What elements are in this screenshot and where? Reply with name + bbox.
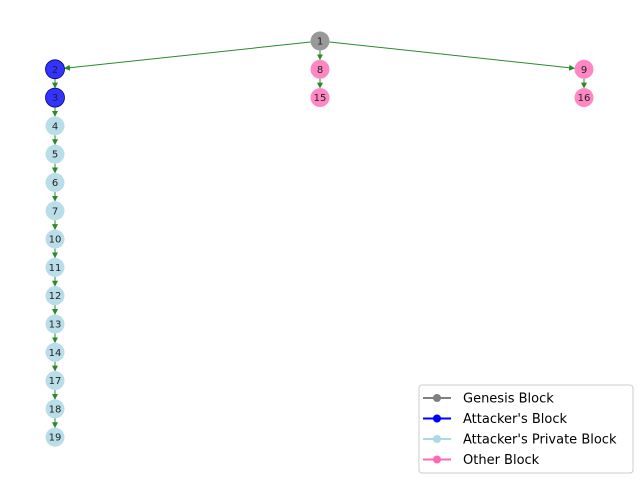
legend-marker-genesis: [433, 394, 441, 402]
legend-label-genesis: Genesis Block: [463, 392, 554, 407]
block-label-15: 15: [314, 93, 327, 104]
block-circle-1: [310, 31, 330, 51]
block-circle-19: [45, 427, 65, 447]
block-circle-12: [45, 286, 65, 306]
legend-label-other: Other Block: [463, 453, 540, 468]
block-node-1: 1: [310, 31, 330, 51]
legend-item-other: Other Block: [423, 453, 540, 468]
block-circle-11: [45, 257, 65, 277]
block-node-6: 6: [45, 173, 65, 192]
block-circle-10: [45, 229, 65, 249]
block-circle-15: [310, 88, 330, 108]
block-label-2: 2: [52, 65, 58, 76]
block-node-12: 12: [45, 286, 65, 306]
block-circle-9: [574, 59, 594, 79]
block-label-3: 3: [52, 93, 58, 104]
edge-1-2: [63, 41, 311, 71]
legend-marker-other: [433, 455, 441, 464]
block-label-14: 14: [49, 348, 62, 359]
legend-item-attacker: Attacker's Block: [423, 412, 567, 427]
legend-item-attacker-private: Attacker's Private Block: [423, 433, 617, 448]
block-circle-14: [45, 342, 65, 362]
block-node-16: 16: [574, 88, 594, 108]
block-node-8: 8: [310, 59, 330, 79]
block-node-10: 10: [45, 229, 65, 249]
block-circle-8: [310, 59, 330, 79]
block-label-18: 18: [49, 404, 62, 415]
block-label-4: 4: [52, 121, 58, 132]
block-circle-13: [45, 314, 65, 334]
block-node-14: 14: [45, 342, 65, 362]
block-node-5: 5: [45, 144, 65, 164]
legend-label-attacker: Attacker's Block: [463, 412, 567, 427]
legend-frame: [418, 384, 634, 474]
legend-marker-attacker: [433, 414, 441, 423]
edge-1-9: [329, 41, 576, 71]
block-label-11: 11: [49, 263, 62, 274]
edges-layer: [52, 41, 587, 429]
block-label-10: 10: [49, 235, 62, 246]
block-label-9: 9: [581, 65, 587, 76]
block-node-17: 17: [45, 371, 65, 391]
block-circle-3: [45, 87, 65, 108]
block-label-17: 17: [49, 376, 62, 387]
block-circle-4: [45, 116, 65, 136]
block-node-2: 2: [45, 59, 65, 80]
block-node-13: 13: [45, 314, 65, 334]
block-label-13: 13: [49, 320, 62, 331]
block-label-12: 12: [49, 291, 62, 302]
block-node-3: 3: [45, 87, 65, 108]
block-label-7: 7: [52, 206, 58, 217]
block-node-7: 7: [45, 201, 65, 221]
block-circle-6: [45, 173, 65, 192]
block-circle-7: [45, 201, 65, 221]
legend-item-genesis: Genesis Block: [423, 392, 554, 407]
block-node-11: 11: [45, 257, 65, 277]
block-label-16: 16: [578, 93, 591, 104]
legend-label-attacker-private: Attacker's Private Block: [463, 433, 617, 448]
legend-marker-attacker-private: [433, 435, 441, 443]
block-node-19: 19: [45, 427, 65, 447]
block-circle-2: [45, 59, 65, 80]
block-circle-18: [45, 399, 65, 419]
block-label-8: 8: [317, 65, 323, 76]
block-circle-16: [574, 88, 594, 108]
block-circle-5: [45, 144, 65, 164]
block-label-6: 6: [52, 178, 58, 189]
block-label-19: 19: [49, 433, 62, 444]
block-label-5: 5: [52, 150, 58, 161]
block-circle-17: [45, 371, 65, 391]
block-node-9: 9: [574, 59, 594, 79]
block-label-1: 1: [317, 37, 323, 48]
legend: Genesis Block Attacker's Block Attacker'…: [418, 384, 634, 474]
block-node-18: 18: [45, 399, 65, 419]
block-node-15: 15: [310, 88, 330, 108]
block-node-4: 4: [45, 116, 65, 136]
